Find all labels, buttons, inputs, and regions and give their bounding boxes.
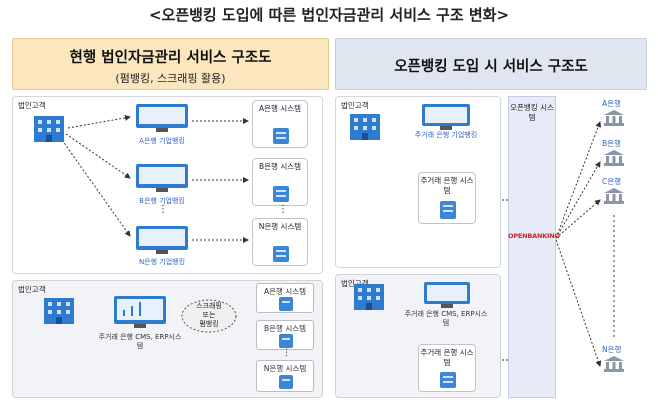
server-icon <box>440 372 456 388</box>
right-top-client-label: 법인고객 <box>341 101 369 110</box>
bank-building-icon <box>604 356 624 372</box>
building-icon <box>44 298 74 324</box>
server-icon <box>273 186 289 202</box>
cloud-icon <box>181 299 237 333</box>
cloud-line-1: 스크래핑 <box>196 302 222 310</box>
left-terminal-n-label: N은행 기업뱅킹 <box>138 258 186 266</box>
building-icon <box>34 116 64 142</box>
left-top-client-label: 법인고객 <box>18 101 46 110</box>
left-bottom-system-b-label: B은행 시스템 <box>263 324 307 333</box>
left-system-b-label: B은행 시스템 <box>258 162 302 171</box>
monitor-icon <box>136 104 188 132</box>
left-bottom-system-a: A은행 시스템 <box>256 283 314 313</box>
cloud-line-3: 펌뱅킹 <box>199 320 219 328</box>
server-icon <box>273 128 289 144</box>
left-bottom-system-n: N은행 시스템 <box>256 360 314 392</box>
right-bottom-system: 주거래 은행 시스템 <box>418 344 476 392</box>
right-bottom-terminal-label: 주거래 은행 CMS, ERP시스템 <box>404 310 488 327</box>
right-top-system-label: 주거래 은행 시스템 <box>420 176 474 195</box>
building-icon <box>350 114 380 140</box>
left-bottom-system-n-label: N은행 시스템 <box>263 364 307 373</box>
server-icon <box>279 334 293 348</box>
openbanking-system-column: 오픈뱅킹 시스템 <box>508 96 556 398</box>
left-system-dots: ⋮ <box>278 204 288 215</box>
bank-building-icon <box>604 150 624 166</box>
bank-building-icon <box>604 110 624 126</box>
monitor-icon <box>136 226 188 254</box>
server-icon <box>279 375 293 389</box>
openbanking-logo: OPENBANKING <box>508 232 560 240</box>
cloud-line-2: 또는 <box>202 311 216 319</box>
left-bottom-client-label: 법인고객 <box>18 285 46 294</box>
right-header-title: 오픈뱅킹 도입 시 서비스 구조도 <box>394 59 588 75</box>
diagram-title: <오픈뱅킹 도입에 따른 법인자금관리 서비스 구조 변화> <box>148 6 510 24</box>
bank-a-label: A은행 <box>602 99 621 108</box>
monitor-icon <box>422 104 470 130</box>
right-top-terminal-label: 주거래 은행 기업뱅킹 <box>414 131 478 139</box>
bank-b-label: B은행 <box>602 139 621 148</box>
left-system-b: B은행 시스템 <box>252 158 308 206</box>
bank-n-label: N은행 <box>602 345 622 354</box>
left-header-title: 현행 법인자금관리 서비스 구조도 <box>69 50 272 66</box>
right-top-system: 주거래 은행 시스템 <box>418 172 476 224</box>
monitor-icon <box>114 296 166 328</box>
left-terminal-b-label: B은행 기업뱅킹 <box>139 197 185 205</box>
left-system-n-label: N은행 시스템 <box>258 222 302 231</box>
left-header: 현행 법인자금관리 서비스 구조도 (펌뱅킹, 스크래핑 활용) <box>12 38 329 90</box>
left-bottom-system-b: B은행 시스템 <box>256 320 314 350</box>
openbanking-system-label: 오픈뱅킹 시스템 <box>510 103 554 122</box>
left-bottom-system-a-label: A은행 시스템 <box>263 287 306 296</box>
building-icon <box>354 284 384 310</box>
left-system-a: A은행 시스템 <box>252 100 308 148</box>
left-terminal-a-label: A은행 기업뱅킹 <box>139 137 185 145</box>
monitor-icon <box>424 282 470 308</box>
left-bottom-dots: ⋮ <box>282 348 291 358</box>
left-header-subtitle: (펌뱅킹, 스크래핑 활용) <box>115 72 226 85</box>
server-icon <box>273 246 289 262</box>
right-bottom-client-label: 법인고객 <box>341 279 369 288</box>
server-icon <box>279 297 293 311</box>
right-header: 오픈뱅킹 도입 시 서비스 구조도 <box>335 38 647 90</box>
server-icon <box>440 201 456 219</box>
bank-building-icon <box>604 188 624 204</box>
left-system-n: N은행 시스템 <box>252 218 308 266</box>
left-system-a-label: A은행 시스템 <box>258 104 301 113</box>
left-top-dots: ⋮ <box>158 204 168 215</box>
monitor-icon <box>136 164 188 192</box>
cloud-label: 스크래핑 또는 펌뱅킹 <box>182 302 236 329</box>
bank-c-label: C은행 <box>602 177 622 186</box>
left-bottom-terminal-label: 주거래 은행 CMS, ERP시스템 <box>98 333 182 350</box>
right-bottom-system-label: 주거래 은행 시스템 <box>420 348 474 367</box>
